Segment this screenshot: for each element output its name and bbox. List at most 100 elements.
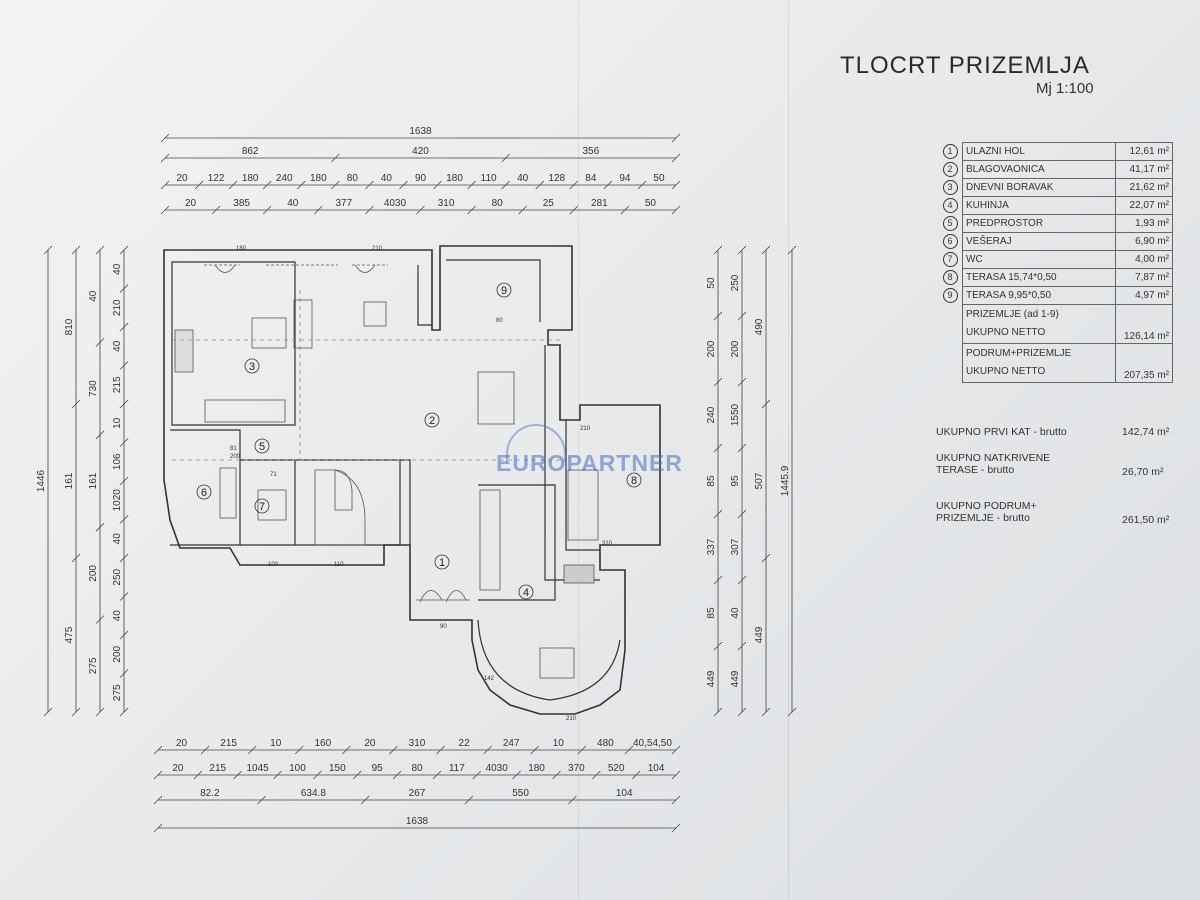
- dimension-line: [568, 795, 577, 805]
- dimension-label: 80: [411, 763, 423, 774]
- dimension-line: [247, 745, 257, 755]
- dimension-line: [119, 361, 129, 370]
- dimension-line: [552, 770, 561, 780]
- room-number-badge: 1: [942, 144, 958, 159]
- dimension-line: [671, 795, 681, 805]
- dimension-label: 85: [706, 607, 717, 619]
- dimension-line: [119, 515, 129, 524]
- dimension-label: 180: [242, 173, 259, 184]
- dimension-line: [119, 630, 129, 640]
- dimension-line: [713, 443, 723, 453]
- dimension-label: 85: [706, 475, 717, 487]
- dimension-line: [464, 795, 474, 805]
- dimension-label: 40: [287, 198, 299, 209]
- dimension-line: [119, 245, 129, 255]
- dimension-label: 1638: [406, 816, 429, 827]
- dimension-line: [71, 245, 81, 255]
- drawing-title: TLOCRT PRIZEMLJA: [840, 52, 1090, 79]
- dimension-line: [160, 153, 170, 163]
- dimension-label: 180: [310, 173, 327, 184]
- subtotal-label: PRIZEMLJE (ad 1-9): [966, 309, 1059, 320]
- dimension-line: [671, 745, 681, 755]
- dimension-label: 310: [409, 738, 426, 749]
- dimension-label: 106: [112, 453, 123, 470]
- dimension-line: [71, 707, 81, 717]
- dimension-label: 110: [481, 173, 497, 184]
- dimension-label: 250: [112, 568, 123, 585]
- total-area: 261,50 m²: [1122, 514, 1170, 526]
- dimension-line: [737, 377, 747, 387]
- room-marker: [244, 358, 260, 374]
- dimension-label: 80: [492, 198, 504, 209]
- dimension-line: [294, 745, 304, 755]
- room-marker: [254, 438, 270, 454]
- subtotal-label: UKUPNO NETTO: [966, 366, 1046, 377]
- dimension-label: 128: [548, 173, 565, 184]
- dimension-line: [392, 770, 402, 780]
- dimension-label: 10: [270, 738, 282, 749]
- dimension-line: [518, 205, 527, 215]
- door-label: 210: [566, 716, 577, 722]
- dimension-line: [160, 205, 170, 215]
- dimension-label: 275: [88, 657, 99, 674]
- door-label: 110: [334, 562, 344, 568]
- dimension-label: 40,54,50: [633, 738, 672, 749]
- dimension-label: 20: [176, 738, 188, 749]
- room-marker: [434, 554, 450, 570]
- dimension-label: 161: [64, 472, 75, 489]
- dimension-line: [569, 180, 579, 190]
- area-row: 6 VEŠERAJ 6,90 m²: [938, 232, 1173, 251]
- subtotal-row: PRIZEMLJE (ad 1-9)UKUPNO NETTO 126,14 m²: [938, 304, 1173, 344]
- dimension-line: [467, 180, 476, 190]
- dimension-label: 25: [543, 198, 555, 209]
- dimension-line: [119, 669, 129, 678]
- area-row: 5 PREDPROSTOR 1,93 m²: [938, 214, 1173, 233]
- dimension-line: [342, 745, 351, 755]
- room-number-badge: 7: [942, 252, 958, 267]
- dimension-label: 20: [364, 738, 376, 749]
- room-marker: [254, 498, 270, 514]
- dimension-label: 200: [88, 565, 99, 582]
- door-label: 142: [484, 676, 495, 682]
- dimension-line: [95, 430, 105, 440]
- dimension-line: [713, 311, 723, 321]
- dimension-label: 1446: [36, 469, 47, 492]
- room-number-badge: 5: [942, 216, 958, 231]
- dimension-line: [360, 795, 370, 805]
- dimension-line: [119, 553, 129, 563]
- dimension-line: [436, 745, 445, 755]
- dimension-line: [620, 205, 630, 215]
- area-row: 3 DNEVNI BORAVAK 21,62 m²: [938, 178, 1173, 197]
- dimension-label: 4030: [384, 198, 407, 209]
- dimension-line: [352, 770, 362, 780]
- door-label: 180: [236, 246, 247, 252]
- dimension-line: [530, 745, 540, 755]
- dimension-label: 250: [730, 274, 741, 291]
- dimension-line: [71, 399, 81, 409]
- dimension-label: 520: [608, 763, 625, 774]
- room-number: 2: [429, 415, 435, 427]
- dimension-label: 480: [597, 738, 614, 749]
- dimension-label: 200: [730, 340, 741, 357]
- dimension-line: [331, 153, 340, 163]
- dimension-line: [71, 553, 81, 563]
- dimension-line: [119, 476, 129, 486]
- subtotal-area: 207,35 m²: [1115, 343, 1173, 383]
- dimension-label: 550: [512, 788, 529, 799]
- dimension-line: [119, 438, 129, 447]
- dimension-label: 50: [706, 277, 717, 289]
- dimension-line: [296, 180, 306, 190]
- dimension-label: 1020: [112, 489, 123, 512]
- dimension-label: 94: [619, 173, 631, 184]
- dimension-label: 1445.9: [780, 465, 791, 496]
- dimension-line: [671, 180, 681, 190]
- room-marker: [196, 484, 212, 500]
- dimension-line: [501, 153, 510, 163]
- dimension-label: 40: [517, 173, 529, 184]
- watermark-logo: EUROPARTNER: [496, 450, 683, 476]
- dimension-line: [233, 770, 242, 780]
- dimension-line: [153, 823, 163, 833]
- dimension-label: 10: [112, 417, 123, 429]
